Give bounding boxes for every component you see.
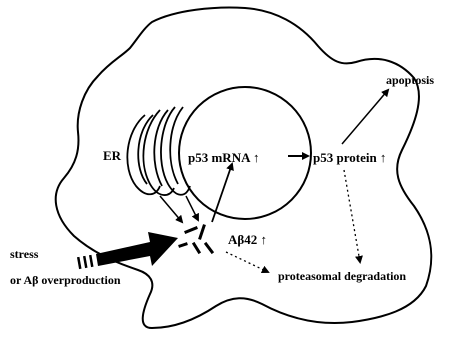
er-membranes	[127, 107, 190, 195]
protein-to-apoptosis-arrow	[342, 90, 388, 144]
abeta-fragments	[180, 226, 212, 252]
stress-arrow	[77, 232, 178, 269]
abeta-to-mrna-arrow	[212, 164, 232, 222]
abeta-to-degradation-arrow	[226, 252, 268, 272]
er-to-abeta-arrow-1	[160, 196, 182, 222]
proteasomal-degradation-label: proteasomal degradation	[278, 269, 406, 283]
er-to-abeta-arrow-2	[186, 196, 198, 220]
er-label: ER	[103, 148, 122, 163]
apoptosis-label: apoptosis	[386, 73, 434, 87]
abeta42-label: Aβ42 ↑	[228, 232, 267, 247]
p53-mrna-label: p53 mRNA ↑	[188, 150, 260, 165]
abeta-overproduction-label: or Aβ overproduction	[10, 273, 121, 287]
protein-to-degradation-arrow	[344, 170, 360, 262]
stress-label: stress	[10, 247, 39, 261]
p53-protein-label: p53 protein ↑	[313, 150, 386, 165]
